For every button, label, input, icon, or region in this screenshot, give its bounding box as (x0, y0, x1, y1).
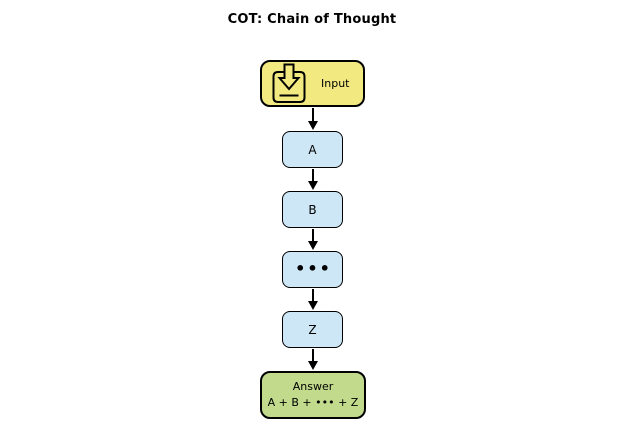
input-node: Input (260, 60, 365, 107)
step-label-b: B (308, 202, 317, 217)
step-label-a: A (308, 142, 317, 157)
download-tray-icon (272, 63, 306, 103)
flow-arrow-z-answer (307, 349, 318, 370)
arrowhead-icon (307, 361, 318, 370)
answer-formula: A + B + ••• + Z (267, 396, 359, 409)
arrowhead-icon (307, 121, 318, 130)
input-label: Input (321, 77, 350, 90)
arrow-shaft (311, 169, 314, 181)
arrow-shaft (311, 229, 314, 241)
step-node-z: Z (282, 311, 343, 348)
arrowhead-icon (307, 301, 318, 310)
arrow-shaft (311, 108, 314, 121)
step-node-ellipsis: ••• (282, 251, 343, 288)
flow-arrow-b-ellipsis (307, 229, 318, 250)
ellipsis-label: ••• (295, 259, 332, 278)
step-node-a: A (282, 131, 343, 168)
step-label-z: Z (308, 322, 317, 337)
answer-label: Answer (292, 379, 334, 393)
arrow-shaft (311, 289, 314, 301)
arrow-shaft (311, 349, 314, 361)
flow-arrow-input-a (307, 108, 318, 130)
arrowhead-icon (307, 241, 318, 250)
answer-node: Answer A + B + ••• + Z (260, 371, 366, 419)
arrowhead-icon (307, 181, 318, 190)
flow-arrow-ellipsis-z (307, 289, 318, 310)
diagram-title: COT: Chain of Thought (227, 12, 397, 27)
step-node-b: B (282, 191, 343, 228)
flow-arrow-a-b (307, 169, 318, 190)
